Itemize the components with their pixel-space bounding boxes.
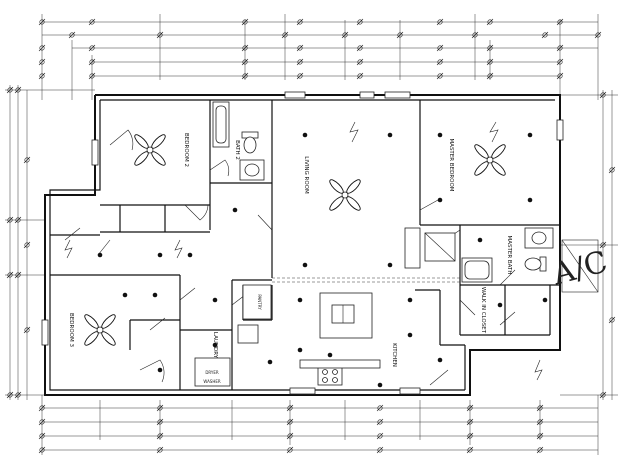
recessed-light-icon <box>267 359 273 365</box>
room-label-walk-in-closet: WALK IN CLOSET <box>480 287 486 334</box>
recessed-light-icon <box>407 297 413 303</box>
recessed-light-icon <box>437 132 443 138</box>
recessed-light-icon <box>527 197 533 203</box>
recessed-light-icon <box>407 332 413 338</box>
recessed-light-icon <box>387 132 393 138</box>
recessed-light-icon <box>302 132 308 138</box>
bath-fixtures <box>212 101 554 283</box>
ac-label: A/C <box>548 244 611 292</box>
recessed-light-icon <box>122 292 128 298</box>
recessed-light-icon <box>527 132 533 138</box>
recessed-light-icon <box>327 352 333 358</box>
room-label-laundry: LAUNDRY <box>212 332 218 359</box>
recessed-light-icon <box>497 302 503 308</box>
recessed-light-icon <box>377 382 383 388</box>
room-labels: BEDROOM 2 BATH 2 LIVING ROOM MASTER BEDR… <box>68 133 512 384</box>
room-label-bedroom3: BEDROOM 3 <box>68 313 74 347</box>
room-label-pantry: PANTRY <box>257 294 262 310</box>
recessed-light-icon <box>187 252 193 258</box>
recessed-light-icon <box>212 342 218 348</box>
room-label-bath2: BATH 2 <box>234 140 240 160</box>
recessed-light-icon <box>212 297 218 303</box>
recessed-light-icon <box>297 347 303 353</box>
room-label-dryer: DRYER <box>205 370 219 375</box>
recessed-light-icon <box>477 237 483 243</box>
room-label-bedroom2: BEDROOM 2 <box>183 133 189 167</box>
bottom-dimension-lines <box>41 395 599 455</box>
dimension-markers <box>6 18 616 454</box>
recessed-light-icon <box>387 262 393 268</box>
room-label-master-bath: MASTER BATH <box>506 235 512 274</box>
windows <box>41 91 564 395</box>
recessed-light-icon <box>302 262 308 268</box>
fan-bedroom3-icon <box>84 314 116 346</box>
fan-master-bedroom-icon <box>474 144 506 176</box>
recessed-light-icon <box>157 252 163 258</box>
room-label-washer: WASHER <box>203 379 221 384</box>
recessed-light-icon <box>437 197 443 203</box>
interior-walls <box>50 100 560 390</box>
recessed-light-icon <box>97 252 103 258</box>
kitchen-fixtures <box>194 284 381 387</box>
fan-bedroom2-icon <box>134 134 166 166</box>
exterior-walls <box>44 94 561 396</box>
recessed-light-icon <box>157 367 163 373</box>
recessed-light-icon <box>232 207 238 213</box>
room-label-master-bedroom: MASTER BEDROOM <box>448 138 454 191</box>
top-dimension-lines <box>41 14 599 100</box>
recessed-light-icon <box>297 297 303 303</box>
recessed-light-icon <box>542 297 548 303</box>
ceiling-fans <box>84 134 506 346</box>
recessed-light-icon <box>437 357 443 363</box>
recessed-light-icon <box>152 292 158 298</box>
room-label-living-room: LIVING ROOM <box>303 156 309 194</box>
ac-unit: A/C <box>548 239 611 293</box>
electrical-symbols <box>64 121 543 381</box>
room-label-kitchen: KITCHEN <box>391 343 397 367</box>
recessed-lights <box>97 132 548 388</box>
fan-living-room-icon <box>329 179 361 211</box>
